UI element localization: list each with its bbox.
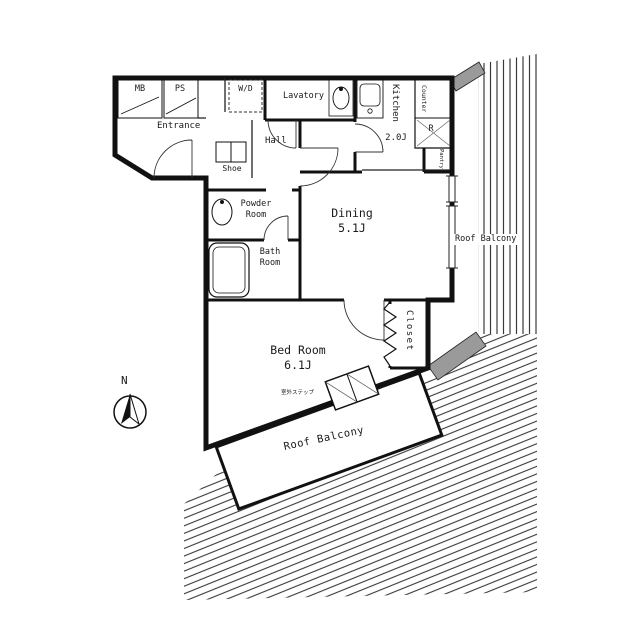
kitchen-counter bbox=[414, 78, 452, 149]
balcony-deck-hatch-bottom bbox=[184, 334, 537, 600]
outdoor-step bbox=[324, 365, 380, 411]
closet-accordion-door bbox=[382, 301, 398, 367]
pipe-space-box bbox=[163, 79, 199, 119]
bath-tub bbox=[208, 242, 250, 298]
compass bbox=[113, 393, 147, 429]
roof-balcony-deck bbox=[214, 371, 444, 511]
lavatory-basin bbox=[328, 79, 354, 117]
interior-walls bbox=[206, 78, 452, 370]
kitchen-sink bbox=[356, 79, 384, 119]
washer-dryer-box bbox=[228, 79, 263, 113]
compass-needle-icon bbox=[121, 394, 130, 424]
window-openings bbox=[446, 175, 458, 269]
door-arcs bbox=[153, 119, 385, 341]
meter-box bbox=[117, 79, 163, 119]
balcony-deck-hatch-right bbox=[478, 54, 537, 334]
shoe-cabinet bbox=[215, 141, 247, 163]
thin-partitions bbox=[198, 78, 450, 178]
gray-wall-bottom-right bbox=[427, 331, 487, 381]
powder-room-sink bbox=[211, 198, 233, 226]
